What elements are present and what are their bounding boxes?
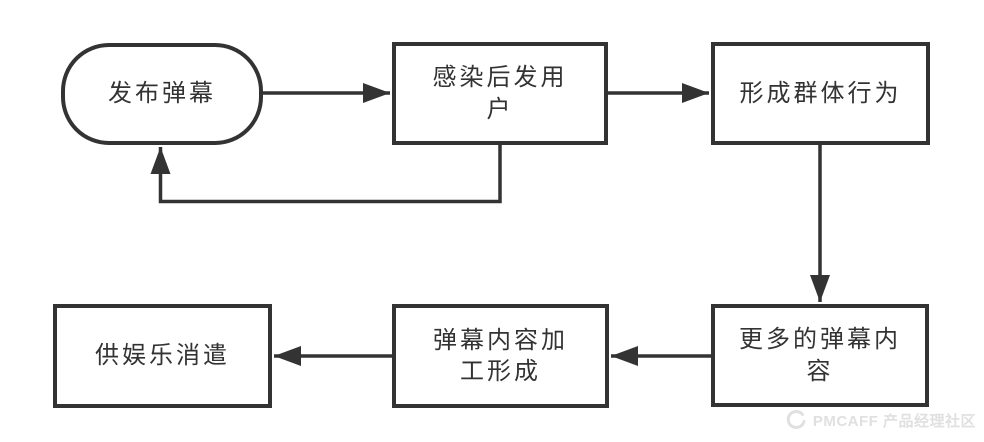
node-label: 供娱乐消遣	[95, 342, 230, 370]
watermark: PMCAFF 产品经理社区	[784, 409, 976, 431]
pmcaff-logo-icon	[784, 409, 806, 431]
node-content-processing: 弹幕内容加工形成	[392, 304, 609, 408]
node-label: 发布弹幕	[108, 80, 216, 108]
edge-infected-feedback-to-publish	[150, 145, 502, 204]
node-label: 感染后发用户	[432, 64, 568, 123]
node-label: 弹幕内容加工形成	[433, 326, 568, 385]
node-label: 形成群体行为	[739, 79, 902, 107]
node-more-danmaku-content: 更多的弹幕内容	[711, 304, 929, 407]
node-infected-users: 感染后发用户	[392, 42, 608, 145]
node-publish-danmaku: 发布弹幕	[61, 43, 263, 145]
node-label: 更多的弹幕内容	[739, 326, 901, 385]
watermark-text: PMCAFF 产品经理社区	[812, 412, 976, 430]
node-entertainment: 供娱乐消遣	[53, 304, 272, 408]
node-group-behavior: 形成群体行为	[711, 42, 930, 145]
